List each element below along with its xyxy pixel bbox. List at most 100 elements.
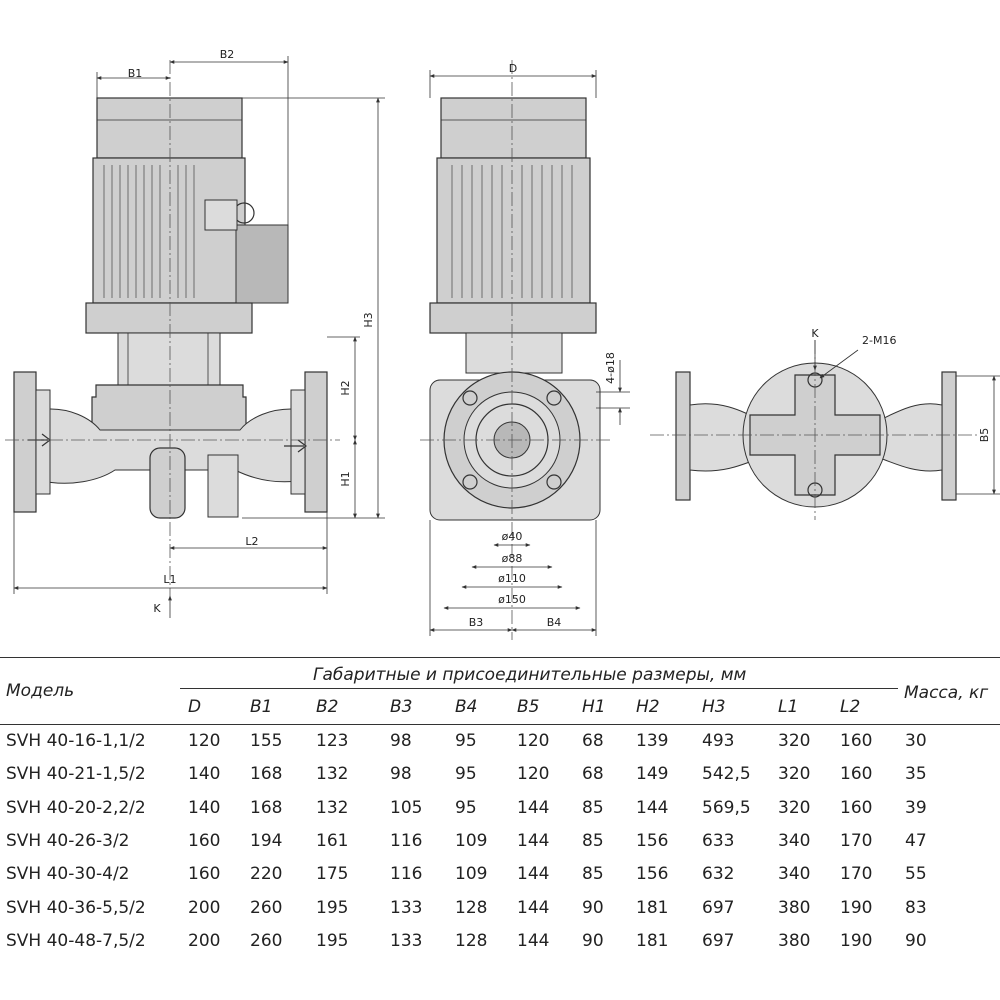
cell-h1: 68 [582,764,604,785]
column-header-h2: H2 [636,697,660,717]
cell-b5: 120 [517,731,550,751]
cell-h2: 144 [636,797,669,818]
cell-b4: 128 [455,897,488,918]
cell-h3: 569,5 [702,797,751,818]
cell-b2: 195 [316,930,349,951]
outlet-flange [304,371,328,513]
cell-h3: 697 [702,897,735,918]
model-cell: SVH 40-48-7,5/2 [6,930,146,951]
cell-l1: 320 [778,731,811,751]
cell-h2: 149 [636,764,669,785]
view-label-k: K [811,327,819,340]
cell-h2: 156 [636,864,669,885]
mass-cell: 83 [905,897,927,918]
dim-label-b2: B2 [220,48,235,61]
cell-b1: 260 [250,897,283,918]
mass-cell: 47 [905,830,927,851]
mass-header: Масса, кг [904,683,989,703]
cell-d: 200 [188,930,221,951]
cell-l2: 190 [840,897,873,918]
terminal-box [235,224,289,304]
dim-label-d: D [509,62,517,75]
mass-cell: 39 [905,797,927,818]
lantern [465,332,563,374]
column-header-b4: B4 [455,697,478,717]
column-header-l1: L1 [778,697,799,717]
cell-l1: 340 [778,830,811,851]
cell-d: 140 [188,764,221,785]
column-header-h1: H1 [582,697,606,717]
motor-fins [103,165,195,298]
cell-b2: 175 [316,864,349,885]
column-header-d: D [188,697,202,717]
dimensions-table: Модель Габаритные и присоединительные ра… [0,655,1000,1000]
technical-drawing: B1 B2 H3 H2 H1 L2 L1 K [5,48,1000,640]
cell-b3: 133 [390,897,423,918]
cell-l2: 190 [840,930,873,951]
cell-b4: 128 [455,930,488,951]
dim-label-d150: ø150 [498,593,526,606]
column-header-l2: L2 [840,697,861,717]
cell-h3: 632 [702,864,735,885]
dim-label-h1: H1 [339,471,352,486]
model-header: Модель [6,681,75,701]
cell-b5: 144 [517,930,550,951]
dim-label-d40: ø40 [502,530,523,543]
cell-b1: 155 [250,731,283,751]
dim-label-l1: L1 [163,573,176,586]
cell-b2: 195 [316,897,349,918]
cell-h1: 90 [582,930,604,951]
cell-l2: 170 [840,830,873,851]
cell-l2: 160 [840,731,873,751]
lantern [117,332,221,386]
cell-d: 160 [188,864,221,885]
model-cell: SVH 40-16-1,1/2 [6,731,146,751]
cell-b4: 95 [455,797,477,818]
cell-h2: 156 [636,830,669,851]
motor-flange [429,302,597,334]
cell-h3: 697 [702,930,735,951]
cell-h3: 633 [702,830,735,851]
model-cell: SVH 40-36-5,5/2 [6,897,146,918]
dim-label-h2: H2 [339,380,352,395]
dim-label-b5: B5 [978,428,991,443]
cell-b1: 168 [250,797,283,818]
pump-foot [207,454,239,518]
cell-d: 200 [188,897,221,918]
column-header-b1: B1 [250,697,273,717]
cell-l1: 340 [778,864,811,885]
cell-b4: 95 [455,731,477,751]
front-view: B1 B2 H3 H2 H1 L2 L1 K [5,48,385,618]
column-header-b5: B5 [517,697,540,717]
cell-b4: 95 [455,764,477,785]
dim-label-l2: L2 [245,535,258,548]
cell-b5: 144 [517,830,550,851]
mass-cell: 30 [905,731,927,751]
motor-cap [96,97,243,159]
cell-h1: 85 [582,864,604,885]
model-cell: SVH 40-26-3/2 [6,830,130,851]
top-view: K 2-M16 B5 [650,327,1000,520]
cell-h1: 90 [582,897,604,918]
cell-b1: 220 [250,864,283,885]
dim-label-d88: ø88 [502,552,523,565]
view-label-k: K [153,602,161,615]
model-cell: SVH 40-21-1,5/2 [6,764,146,785]
dimensions-group-header: Габаритные и присоединительные размеры, … [313,665,747,685]
cell-b3: 116 [390,830,423,851]
bolt-holes [462,390,562,490]
cell-b5: 144 [517,864,550,885]
cell-b5: 144 [517,797,550,818]
volute-bottom [149,447,186,519]
cell-b3: 116 [390,864,423,885]
cell-l1: 380 [778,897,811,918]
cell-b2: 132 [316,764,349,785]
cell-b2: 132 [316,797,349,818]
cell-d: 160 [188,830,221,851]
cell-h2: 139 [636,731,669,751]
dim-label-h3: H3 [362,312,375,327]
cell-b1: 168 [250,764,283,785]
cell-h3: 542,5 [702,764,751,785]
table-top-rule [0,657,1000,658]
model-cell: SVH 40-30-4/2 [6,864,130,885]
